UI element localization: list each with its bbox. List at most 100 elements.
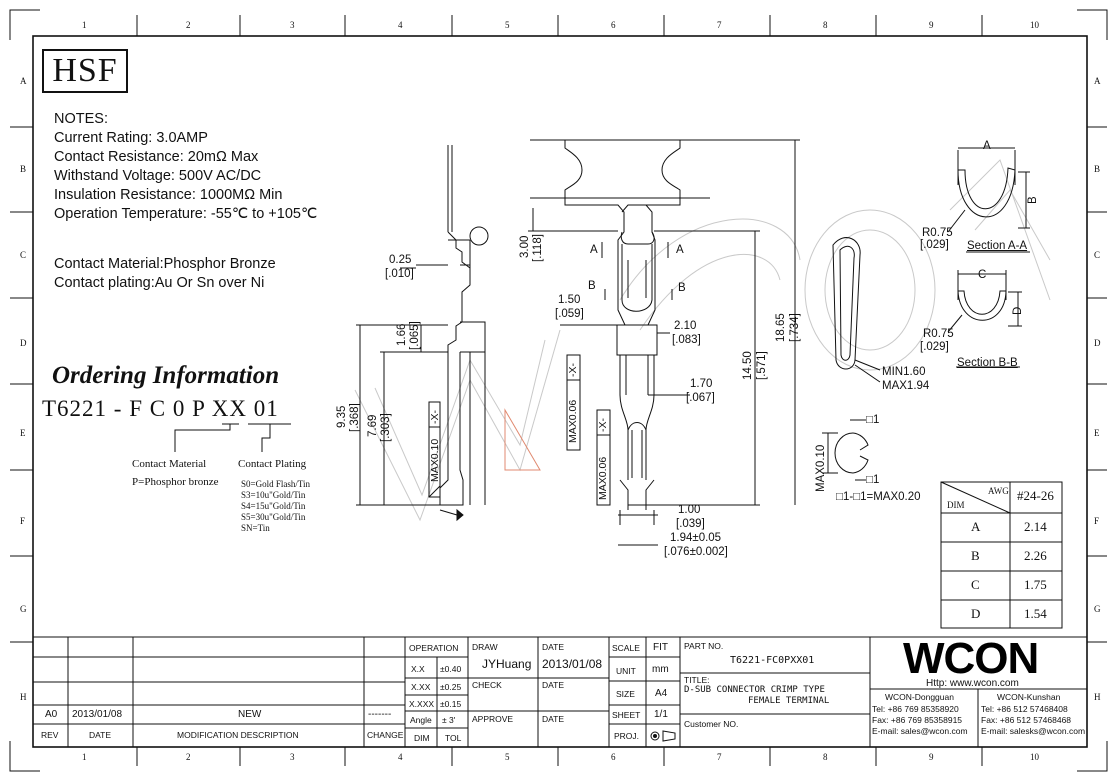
awg-row-b-dim: B [971,548,980,563]
plating-option: SN=Tin [241,523,270,533]
dim-max0-10: MAX0.10 [429,438,441,482]
unit-value: mm [652,664,669,675]
col-label-9-bottom: 9 [929,752,934,762]
section-b-marker-right: B [678,282,686,294]
dim-2-10: 2.10 [674,320,697,332]
col-label-6: 6 [611,20,616,30]
awg-row-a-val: 2.14 [1024,519,1047,534]
dongguan-fax: Fax: +86 769 85358915 [872,715,963,725]
tol-val-xxxx: ±0.15 [440,699,462,709]
section-b-marker-left: B [588,280,596,292]
plating-option: S4=15u"Gold/Tin [241,501,306,511]
datum-x-lower: -X- [597,418,609,432]
dim-circle-max0-10: MAX0.10 [815,444,827,492]
kunshan-tel: Tel: +86 512 57468408 [981,704,1068,714]
hsf-logo-box: HSF [42,49,128,93]
awg-row-d-dim: D [971,606,981,621]
rev-date-value: 2013/01/08 [72,709,123,720]
date-label-1: DATE [542,642,565,652]
title-line-1: D-SUB CONNECTOR CRIMP TYPE [684,685,825,695]
awg-row-c-dim: C [971,577,980,592]
dim-083: [.083] [672,334,701,346]
dim-7-69: 7.69 [367,414,379,437]
datum-x-upper: -X- [567,363,579,377]
row-label-g: G [20,604,27,614]
circle-note: □1-□1=MAX0.20 [836,491,921,503]
dim-max0-06-lower: MAX0.06 [597,456,609,500]
rev-header: REV [41,730,59,740]
tol-dim-xxxx: X.XXX [409,699,435,709]
dim-label-b: B [1027,196,1039,204]
dim-label-d: D [1012,306,1024,315]
awg-dim-header: DIM [947,500,965,510]
section-views [947,147,1030,368]
unit-label: UNIT [616,666,636,676]
ordering-title: Ordering Information [52,362,280,389]
scale-label: SCALE [612,643,640,653]
dim-076: [.076±0.002] [664,546,728,558]
col-label-3: 3 [290,20,295,30]
section-a-marker-left: A [590,244,598,256]
plating-option: S3=10u"Gold/Tin [241,490,306,500]
col-label-6-bottom: 6 [611,752,616,762]
section-a-marker-right: A [676,244,684,256]
date-label-2: DATE [542,680,565,690]
title-line-2: FEMALE TERMINAL [748,696,830,706]
check-label: CHECK [472,680,502,690]
dim-18-65: 18.65 [775,313,787,342]
col-label-10-bottom: 10 [1030,752,1039,762]
dim-0-25: 0.25 [389,254,412,266]
front-view [528,139,800,546]
dim-label: DIM [414,733,430,743]
row-label-a: A [20,76,27,86]
row-label-h-right: H [1094,692,1101,702]
awg-value: #24-26 [1017,488,1054,503]
title-block-grid [33,636,1087,747]
dongguan-tel: Tel: +86 769 85358920 [872,704,959,714]
col-label-2-bottom: 2 [186,752,191,762]
notes-block: NOTES: Current Rating: 3.0AMP Contact Re… [54,110,317,224]
row-label-e: E [20,428,26,438]
dim-max1-94: MAX1.94 [882,380,930,392]
col-label-7-bottom: 7 [717,752,722,762]
note-line: Insulation Resistance: 1000MΩ Min [54,187,283,203]
tol-val-xx: ±0.40 [440,664,462,674]
tol-dim-angle: Angle [410,715,432,725]
dim-1-00: 1.00 [678,504,701,516]
plating-option: S5=30u"Gold/Tin [241,512,306,522]
tol-val-xxx: ±0.25 [440,682,462,692]
scale-value: FIT [653,642,668,653]
material-block: Contact Material:Phosphor Bronze Contact… [54,255,276,293]
sheet-value: 1/1 [654,709,668,720]
side-view [356,145,489,522]
kunshan-email: E-mail: salesks@wcon.com [981,726,1086,736]
sheet-label: SHEET [612,710,641,720]
dim-039: [.039] [676,518,705,530]
wcon-logo: WCON [903,634,1039,683]
section-a-a-label: Section A-A [967,240,1028,252]
dim-1-94: 1.94±0.05 [670,532,722,544]
note-line: Operation Temperature: -55℃ to +105℃ [54,206,318,222]
radius-a-inch: [.029] [920,239,949,251]
customer-no-label: Customer NO. [684,719,739,729]
row-label-g-right: G [1094,604,1101,614]
kunshan-name: WCON-Kunshan [997,692,1061,702]
awg-table-grid [940,481,1063,629]
dim-1-50: 1.50 [558,294,581,306]
plating-option: S0=Gold Flash/Tin [241,479,311,489]
datum-x-left: -X- [429,410,441,424]
note-line: Current Rating: 3.0AMP [54,130,208,146]
dim-059: [.059] [555,308,584,320]
ordering-leaders [174,423,291,452]
col-label-10: 10 [1030,20,1039,30]
col-label-7: 7 [717,20,722,30]
draw-value: JYHuang [482,657,532,671]
col-label-4-bottom: 4 [398,752,403,762]
date-header: DATE [89,730,112,740]
col-label-1: 1 [82,20,87,30]
dim-1-70: 1.70 [690,378,713,390]
tol-dim-xxx: X.XX [411,682,431,692]
row-label-e-right: E [1094,428,1100,438]
row-label-d-right: D [1094,338,1101,348]
dim-3-00: 3.00 [519,235,531,258]
